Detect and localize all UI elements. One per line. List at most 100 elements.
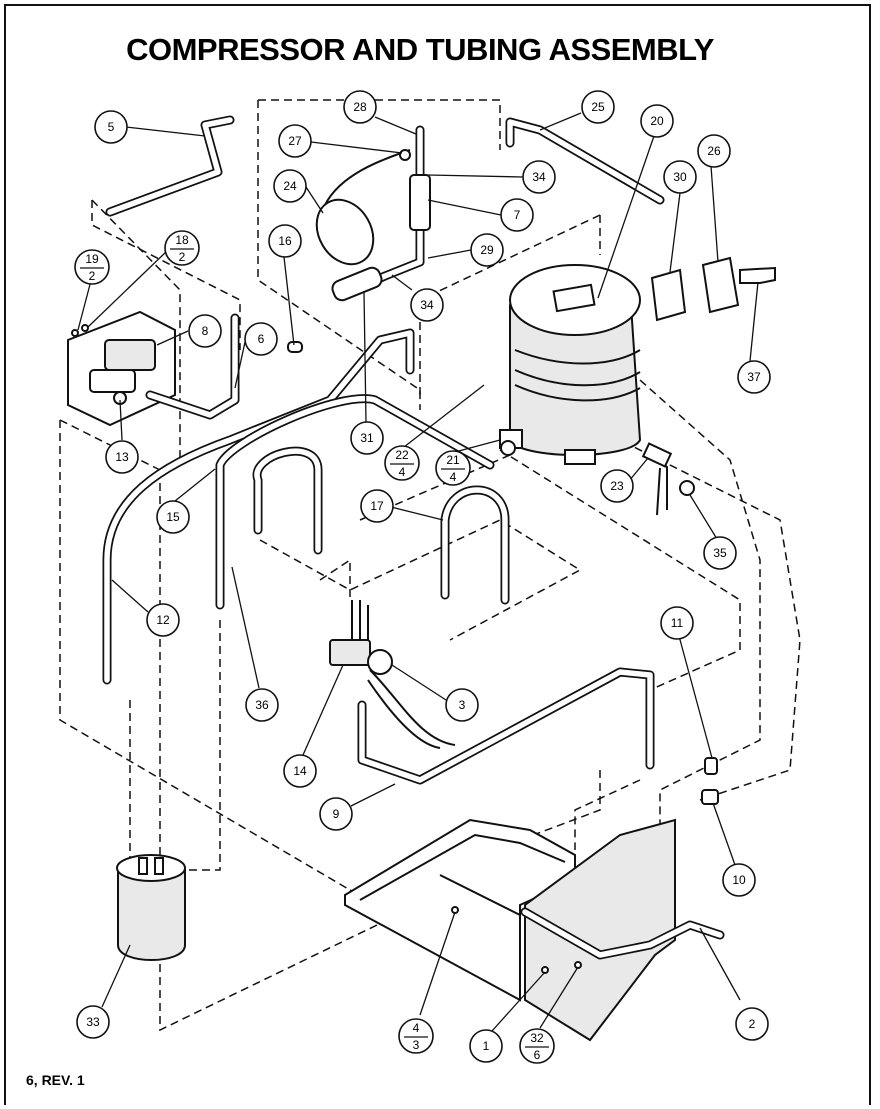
svg-text:9: 9 (333, 807, 340, 821)
leader-lines (77, 112, 759, 1032)
svg-text:30: 30 (673, 170, 687, 184)
callout-1: 1 (469, 1029, 503, 1063)
tube-5 (105, 115, 235, 217)
svg-text:4: 4 (399, 465, 406, 479)
svg-text:2: 2 (179, 250, 186, 264)
callout-8: 8 (188, 314, 222, 348)
callout-10: 10 (722, 863, 756, 897)
svg-text:6: 6 (258, 332, 265, 346)
svg-text:25: 25 (591, 100, 605, 114)
svg-text:28: 28 (353, 100, 367, 114)
compressor (499, 264, 642, 465)
callout-36: 36 (245, 688, 279, 722)
svg-text:22: 22 (395, 448, 409, 462)
callout-28: 28 (343, 90, 377, 124)
svg-text:5: 5 (108, 120, 115, 134)
callout-34-lower: 34 (410, 288, 444, 322)
callout-16: 16 (268, 224, 302, 258)
callout-15: 15 (156, 500, 190, 534)
svg-text:32: 32 (530, 1031, 544, 1045)
svg-text:23: 23 (610, 479, 624, 493)
callout-27: 27 (278, 124, 312, 158)
svg-text:31: 31 (360, 431, 374, 445)
svg-text:2: 2 (89, 269, 96, 283)
svg-text:16: 16 (278, 234, 292, 248)
callout-25: 25 (581, 90, 615, 124)
callout-31: 31 (350, 421, 384, 455)
callout-23: 23 (600, 469, 634, 503)
water-valve (329, 600, 456, 749)
svg-text:14: 14 (293, 764, 307, 778)
drain-fittings (701, 757, 719, 805)
callout-4-3: 4 3 (398, 1018, 434, 1054)
svg-text:27: 27 (288, 134, 302, 148)
svg-text:6: 6 (534, 1048, 541, 1062)
svg-text:4: 4 (450, 470, 457, 484)
svg-text:3: 3 (459, 698, 466, 712)
svg-text:35: 35 (713, 546, 727, 560)
base-pan-assembly (344, 818, 725, 1042)
svg-text:37: 37 (747, 370, 761, 384)
filter-drier-assembly (315, 125, 431, 302)
svg-text:13: 13 (115, 450, 129, 464)
svg-text:15: 15 (166, 510, 180, 524)
tube-25 (505, 117, 665, 205)
callout-20: 20 (640, 104, 674, 138)
callout-26: 26 (697, 134, 731, 168)
callout-18-2: 18 2 (164, 230, 200, 266)
page-footer-revision: 6, REV. 1 (26, 1072, 85, 1088)
callout-6: 6 (244, 322, 278, 356)
relay-cover-parts (650, 256, 776, 322)
callout-19-2: 19 2 (74, 249, 110, 285)
tube-17 (440, 485, 510, 605)
callout-12: 12 (146, 603, 180, 637)
svg-text:3: 3 (413, 1038, 420, 1052)
callout-13: 13 (105, 440, 139, 474)
callout-3: 3 (445, 688, 479, 722)
svg-text:20: 20 (650, 114, 664, 128)
callout-14: 14 (283, 754, 317, 788)
svg-text:12: 12 (156, 613, 170, 627)
svg-text:10: 10 (732, 873, 746, 887)
overload-protector (641, 442, 695, 516)
svg-text:34: 34 (532, 170, 546, 184)
callout-37: 37 (737, 360, 771, 394)
svg-text:17: 17 (370, 499, 384, 513)
callout-7: 7 (500, 198, 534, 232)
callout-21-4: 21 4 (435, 450, 471, 486)
svg-text:2: 2 (749, 1017, 756, 1031)
tube-36 (252, 446, 323, 555)
capacitor (116, 854, 186, 961)
callout-33: 33 (76, 1005, 110, 1039)
svg-text:29: 29 (480, 243, 494, 257)
svg-text:7: 7 (514, 208, 521, 222)
callout-2: 2 (735, 1007, 769, 1041)
svg-text:4: 4 (413, 1021, 420, 1035)
svg-text:24: 24 (283, 179, 297, 193)
drawing-sheet (4, 4, 871, 1105)
page-title: COMPRESSOR AND TUBING ASSEMBLY (126, 32, 714, 67)
tube-9 (357, 667, 655, 785)
callout-35: 35 (703, 536, 737, 570)
callout-32-6: 32 6 (519, 1028, 555, 1064)
tube-15 (215, 394, 495, 610)
callout-29: 29 (470, 233, 504, 267)
solenoid-valve-bracket (67, 310, 240, 427)
svg-text:1: 1 (483, 1039, 490, 1053)
callout-30: 30 (663, 160, 697, 194)
svg-text:11: 11 (671, 616, 684, 630)
svg-text:18: 18 (175, 233, 189, 247)
svg-text:21: 21 (446, 453, 460, 467)
callout-22-4: 22 4 (384, 445, 420, 481)
callout-24: 24 (273, 169, 307, 203)
svg-text:26: 26 (707, 144, 721, 158)
callout-9: 9 (319, 797, 353, 831)
svg-text:36: 36 (255, 698, 269, 712)
callout-5: 5 (94, 110, 128, 144)
callout-17: 17 (360, 489, 394, 523)
svg-text:34: 34 (420, 298, 434, 312)
svg-text:33: 33 (86, 1015, 100, 1029)
callout-34-upper: 34 (522, 160, 556, 194)
callout-11: 11 (660, 606, 694, 640)
